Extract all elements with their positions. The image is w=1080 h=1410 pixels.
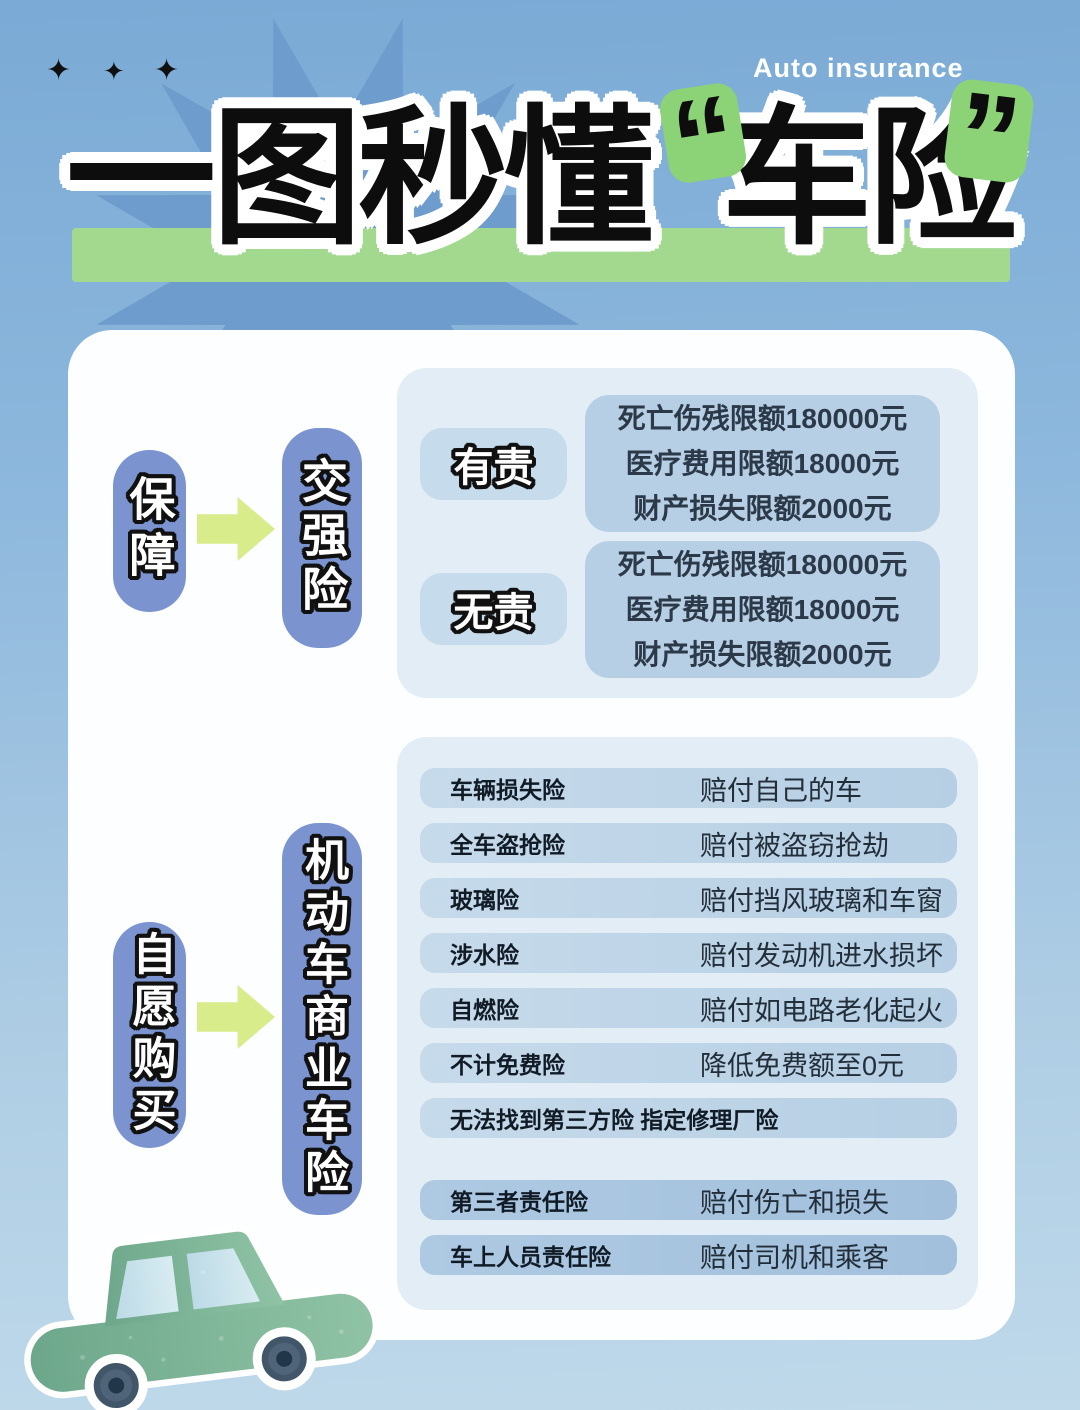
coverage-row: 涉水险 赔付发动机进水损坏	[420, 933, 957, 973]
sparkle-icon: ✦	[154, 54, 180, 87]
flow-node-voluntary: 自愿购买	[113, 922, 186, 1148]
flow-node-compulsory-label: 交强险	[296, 457, 348, 619]
car-illustration	[24, 1225, 380, 1410]
title-highlight-band	[72, 228, 1010, 282]
coverage-name: 玻璃险	[450, 887, 519, 913]
coverage-row: 车上人员责任险 赔付司机和乘客	[420, 1235, 957, 1275]
coverage-name: 无法找到第三方险 指定修理厂险	[450, 1107, 779, 1133]
coverage-row: 全车盗抢险 赔付被盗窃抢劫	[420, 823, 957, 863]
limit-line: 医疗费用限额18000元	[625, 594, 900, 625]
coverage-desc: 降低免费额至0元	[700, 1050, 905, 1081]
coverage-name: 不计免费险	[450, 1052, 565, 1078]
coverage-desc: 赔付如电路老化起火	[700, 995, 943, 1026]
case-not-at-fault-label: 无责	[453, 591, 534, 635]
coverage-row: 自燃险 赔付如电路老化起火	[420, 988, 957, 1028]
limit-line: 财产损失限额2000元	[633, 639, 892, 670]
at-fault-limits: 死亡伤残限额180000元 医疗费用限额18000元 财产损失限额2000元	[585, 395, 940, 532]
coverage-name: 自燃险	[450, 997, 519, 1023]
flow-node-voluntary-label: 自愿购买	[125, 931, 175, 1139]
case-at-fault: 有责	[420, 428, 567, 500]
limit-line: 财产损失限额2000元	[633, 493, 892, 524]
coverage-name: 车上人员责任险	[450, 1244, 611, 1270]
title-main-text: 一图秒懂	[65, 94, 654, 262]
close-quote-icon: ”	[942, 77, 1036, 185]
case-at-fault-label: 有责	[453, 446, 534, 490]
coverage-row: 玻璃险 赔付挡风玻璃和车窗	[420, 878, 957, 918]
not-at-fault-limits: 死亡伤残限额180000元 医疗费用限额18000元 财产损失限额2000元	[585, 541, 940, 678]
flow-node-commercial-label: 机动车商业车险	[298, 837, 347, 1201]
flow-node-guarantee: 保障	[113, 450, 186, 612]
limit-line: 医疗费用限额18000元	[625, 448, 900, 479]
sparkle-icon: ✦	[46, 54, 72, 87]
page-title: 一图秒懂 车险 “ ”	[0, 77, 1080, 262]
coverage-name: 车辆损失险	[450, 777, 565, 803]
flow-node-commercial-insurance: 机动车商业车险	[282, 823, 362, 1215]
coverage-row: 不计免费险 降低免费额至0元	[420, 1043, 957, 1083]
coverage-desc: 赔付自己的车	[700, 775, 862, 806]
coverage-name: 涉水险	[450, 942, 519, 968]
sparkle-icon: ✦	[103, 56, 125, 86]
case-not-at-fault: 无责	[420, 573, 567, 645]
coverage-desc: 赔付司机和乘客	[700, 1242, 889, 1273]
flow-node-guarantee-label: 保障	[123, 475, 176, 587]
limit-line: 死亡伤残限额180000元	[617, 549, 908, 580]
coverage-row: 车辆损失险 赔付自己的车	[420, 768, 957, 808]
coverage-row: 无法找到第三方险 指定修理厂险	[420, 1098, 957, 1138]
coverage-desc: 赔付发动机进水损坏	[700, 940, 943, 971]
brand-text: Auto insurance	[753, 53, 964, 83]
flow-node-compulsory-insurance: 交强险	[282, 428, 362, 648]
coverage-desc: 赔付被盗窃抢劫	[700, 830, 889, 861]
coverage-desc: 赔付挡风玻璃和车窗	[700, 885, 943, 916]
coverage-name: 全车盗抢险	[450, 832, 565, 858]
open-quote-icon: “	[657, 80, 749, 186]
coverage-name: 第三者责任险	[450, 1189, 588, 1215]
limit-line: 死亡伤残限额180000元	[617, 403, 908, 434]
coverage-desc: 赔付伤亡和损失	[700, 1187, 889, 1218]
coverage-row: 第三者责任险 赔付伤亡和损失	[420, 1180, 957, 1220]
